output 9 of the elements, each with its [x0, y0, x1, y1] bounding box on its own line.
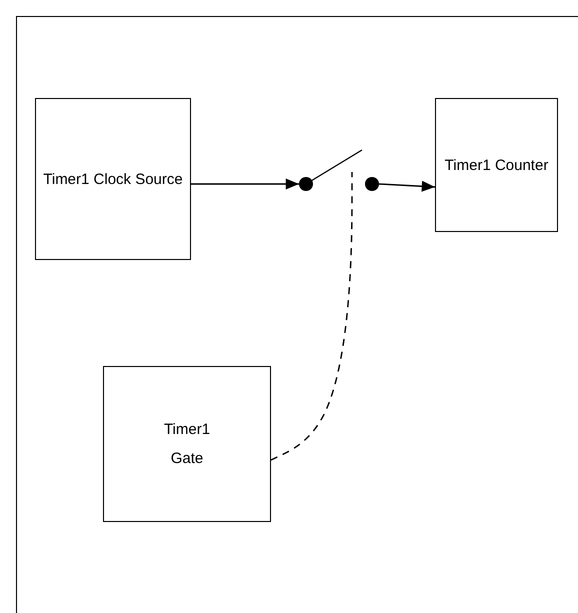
- block-label: Timer1 Counter: [444, 156, 548, 176]
- arrow: [378, 180, 436, 192]
- block-label: Timer1 Gate: [162, 420, 212, 469]
- block-box: [435, 98, 558, 232]
- block-label: Timer1 Clock Source: [43, 170, 183, 190]
- block-box: [35, 98, 191, 260]
- block-box: [103, 366, 271, 522]
- arrow: [191, 178, 299, 190]
- dashed-connector: [270, 172, 353, 461]
